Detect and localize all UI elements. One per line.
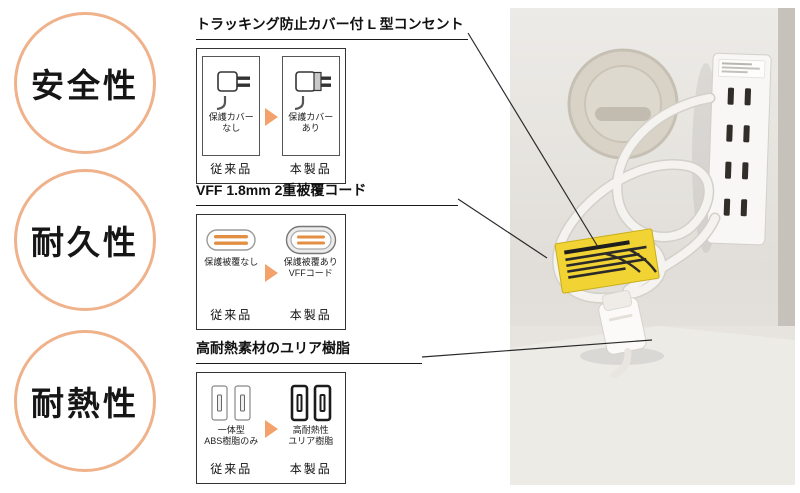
cable-ties <box>605 248 657 273</box>
after-caption: 保護被覆あり VFFコード <box>283 257 338 279</box>
before-label: 従来品 <box>210 162 253 176</box>
outlet-abs-icon: 一体型 ABS樹脂のみ <box>203 380 259 451</box>
cord-double-insulation-icon: 保護被覆あり VFFコード <box>283 222 339 283</box>
outlet-slots <box>723 87 752 217</box>
badge-safety: 安全性 <box>14 12 156 154</box>
badge-durability-label: 耐久性 <box>31 224 139 261</box>
arrow-right-icon <box>264 419 278 438</box>
product-photo <box>510 8 795 485</box>
after-label: 本製品 <box>289 308 332 322</box>
outlet-urea-icon: 高耐熱性 ユリア樹脂 <box>286 380 336 451</box>
cable-grommet <box>567 48 679 160</box>
feature-plug-title: トラッキング防止カバー付 L 型コンセント <box>196 14 468 40</box>
feature-card-plug: トラッキング防止カバー付 L 型コンセント 保護カバー なし 従来品 <box>196 14 468 184</box>
power-strip <box>706 52 772 246</box>
feature-plug-comparison: 保護カバー なし 従来品 保護カバー あり 本製品 <box>196 48 346 184</box>
after-label: 本製品 <box>289 162 332 176</box>
badge-durability: 耐久性 <box>14 169 156 311</box>
arrow-right-icon <box>264 263 278 282</box>
plug-with-cover-icon: 保護カバー あり <box>281 56 340 156</box>
before-caption: 一体型 ABS樹脂のみ <box>204 425 259 447</box>
after-column: 保護被覆あり VFFコード 本製品 <box>281 222 342 323</box>
badge-heat-resistance: 耐熱性 <box>14 330 156 472</box>
feature-cord-comparison: 保護被覆なし 従来品 保護被覆あり VFFコード 本製品 <box>196 214 346 330</box>
plug-no-cover-icon: 保護カバー なし <box>202 56 261 156</box>
before-label: 従来品 <box>210 462 253 476</box>
feature-card-resin: 高耐熱素材のユリア樹脂 一体型 ABS樹脂のみ 従来品 <box>196 338 422 484</box>
before-label: 従来品 <box>210 308 253 322</box>
after-caption: 高耐熱性 ユリア樹脂 <box>288 425 334 447</box>
badge-heat-resistance-label: 耐熱性 <box>31 385 139 422</box>
before-column: 一体型 ABS樹脂のみ 従来品 <box>201 380 262 477</box>
badge-safety-label: 安全性 <box>31 67 139 104</box>
feature-card-cord: VFF 1.8mm 2重被覆コード 保護被覆なし 従来品 <box>196 180 458 330</box>
arrow-right-icon <box>264 107 278 126</box>
after-column: 高耐熱性 ユリア樹脂 本製品 <box>281 380 342 477</box>
before-caption: 保護カバー なし <box>208 112 254 134</box>
before-column: 保護被覆なし 従来品 <box>201 222 262 323</box>
feature-resin-title: 高耐熱素材のユリア樹脂 <box>196 338 422 364</box>
feature-resin-comparison: 一体型 ABS樹脂のみ 従来品 高耐熱性 ユリア樹脂 本製品 <box>196 372 346 484</box>
before-caption: 保護被覆なし <box>204 257 259 267</box>
cord-single-insulation-icon: 保護被覆なし <box>203 222 259 271</box>
after-label: 本製品 <box>289 462 332 476</box>
feature-cord-title: VFF 1.8mm 2重被覆コード <box>196 180 458 206</box>
before-column: 保護カバー なし 従来品 <box>201 56 262 177</box>
after-column: 保護カバー あり 本製品 <box>281 56 342 177</box>
after-caption: 保護カバー あり <box>288 112 334 134</box>
